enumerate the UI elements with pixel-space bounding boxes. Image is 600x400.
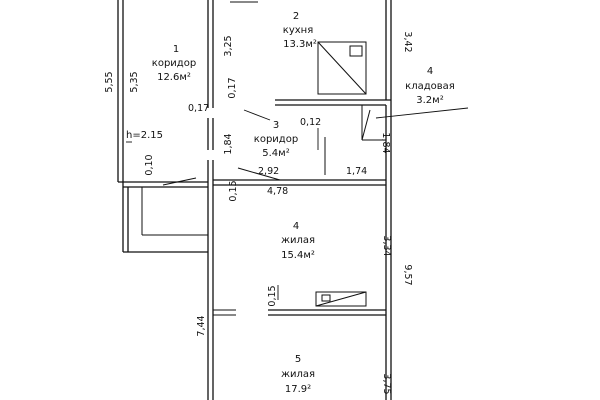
leaders [126, 107, 469, 300]
room1-area: 12.6м² [157, 72, 191, 83]
room2-area: 13.3м² [283, 39, 317, 50]
room4-storeroom-name: кладовая [405, 81, 455, 92]
leader-corridor3 [243, 109, 271, 121]
dim-1-74: 1,74 [346, 166, 367, 177]
door-corridor3 [237, 167, 281, 181]
dim-1-84-left: 1,84 [223, 133, 234, 154]
dim-0-15-upper: 0,15 [228, 180, 239, 201]
room4-living-name: жилая [281, 235, 315, 246]
dim-0-17-horizontal: 0,17 [188, 103, 209, 114]
room-labels: 1 коридор 12.6м² 2 кухня 13.3м² 3 коридо… [126, 11, 455, 395]
room1-number: 1 [173, 44, 179, 55]
dim-3-25: 3,25 [223, 35, 234, 56]
room5-number: 5 [295, 354, 301, 365]
radiator-knob [321, 294, 331, 302]
room3-area: 5.4м² [262, 148, 289, 159]
room2-name: кухня [283, 25, 313, 36]
leader-storeroom [375, 107, 469, 119]
dim-3-75: 3,75 [381, 373, 392, 394]
dim-2-92: 2,92 [258, 166, 279, 177]
dim-4-78: 4,78 [267, 186, 288, 197]
door-room1 [162, 177, 197, 186]
stove-diagonal [317, 41, 367, 95]
dim-1-84-right: 1,84 [380, 132, 391, 153]
dim-3-42: 3,42 [402, 31, 413, 52]
radiator-diagonal [315, 291, 367, 307]
dim-5-55: 5,55 [104, 71, 115, 92]
walls [117, 0, 392, 400]
dim-3-34: 3,34 [381, 235, 392, 256]
fixtures [315, 41, 367, 307]
dimension-labels: 3,25 3,42 5,55 5,35 0,17 0,17 0,12 1,84 … [104, 31, 413, 394]
dim-7-44: 7,44 [196, 315, 207, 336]
stove-burner [349, 45, 363, 57]
room4-storeroom-area: 3.2м² [416, 95, 443, 106]
room4-living-number: 4 [293, 221, 299, 232]
room1-name: коридор [152, 58, 196, 69]
dim-5-35: 5,35 [129, 71, 140, 92]
dim-0-15-lower: 0,15 [267, 285, 278, 306]
dim-0-17-vertical: 0,17 [227, 77, 238, 98]
room5-name: жилая [281, 369, 315, 380]
dim-0-10: 0,10 [144, 154, 155, 175]
room3-name: коридор [254, 134, 298, 145]
dim-0-12: 0,12 [300, 117, 321, 128]
ceiling-height: h=2.15 [126, 130, 163, 141]
dim-9-57: 9,57 [402, 264, 413, 285]
room2-number: 2 [293, 11, 299, 22]
room4-storeroom-number: 4 [427, 66, 433, 77]
room5-area: 17.9² [285, 384, 311, 395]
door-storeroom [361, 109, 371, 141]
room3-number: 3 [273, 120, 279, 131]
room4-living-area: 15.4м² [281, 250, 315, 261]
